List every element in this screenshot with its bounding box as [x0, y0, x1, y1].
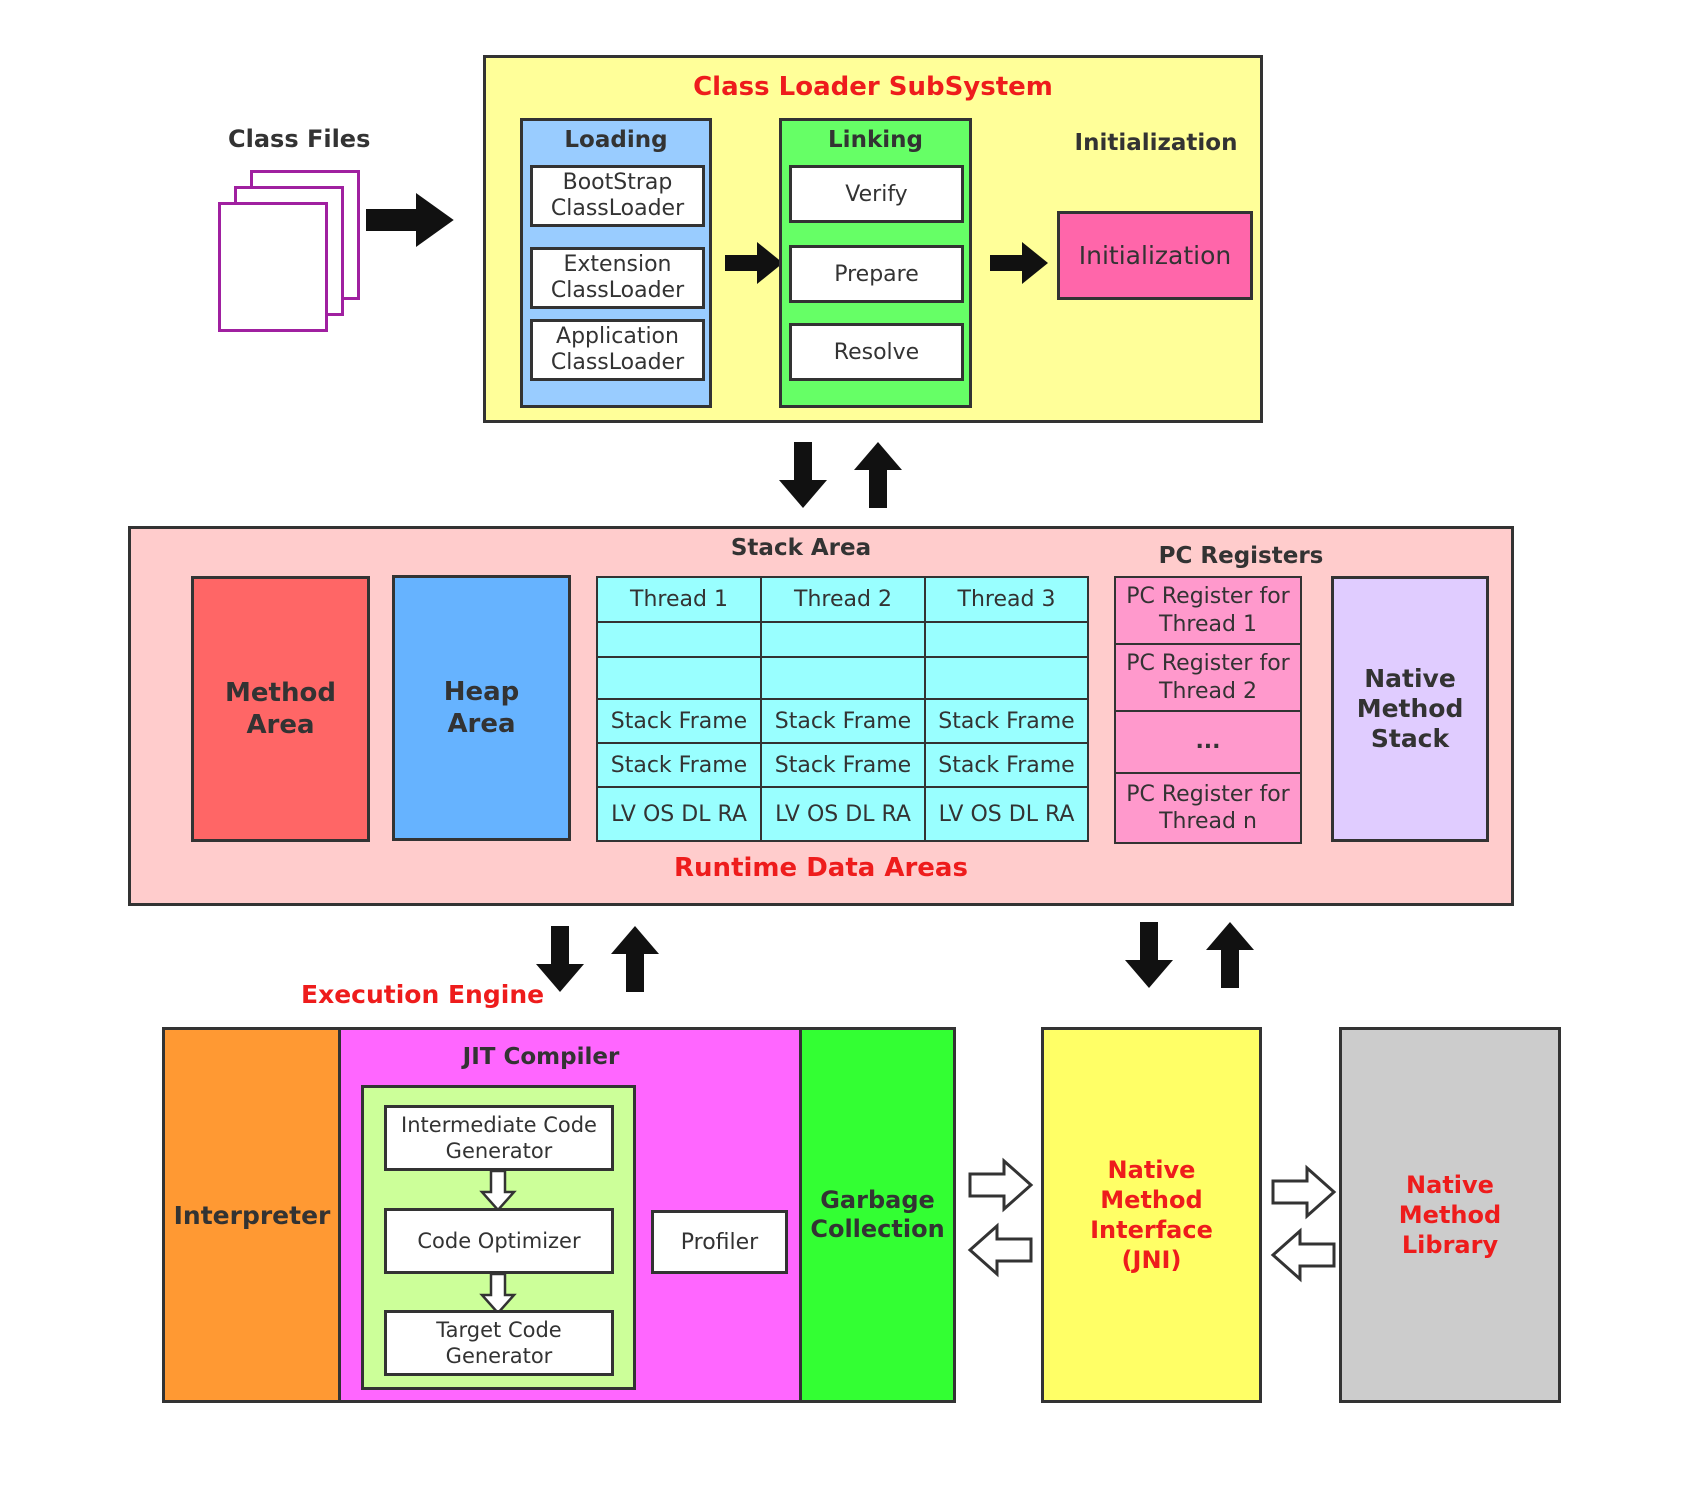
pc-register-thread-2: PC Register for Thread 2: [1114, 643, 1302, 712]
extension-classloader: Extension ClassLoader: [530, 247, 705, 309]
arrow-down-icon: [779, 442, 827, 508]
target-code-generator: Target Code Generator: [384, 1310, 614, 1376]
stack-empty-cell: [924, 656, 1089, 700]
bootstrap-classloader: BootStrap ClassLoader: [530, 165, 705, 227]
stack-area-title: Stack Area: [730, 535, 872, 561]
class-loader-title: Class Loader SubSystem: [693, 72, 1053, 102]
pc-register-thread-n: PC Register for Thread n: [1114, 772, 1302, 844]
arrow-right-icon: [366, 193, 454, 247]
runtime-data-areas: Method Area Heap Area Stack Area Thread …: [128, 526, 1514, 906]
class-files-label: Class Files: [228, 125, 371, 153]
method-area: Method Area: [191, 576, 370, 842]
jit-compiler-title: JIT Compiler: [462, 1044, 620, 1070]
profiler: Profiler: [651, 1210, 788, 1274]
arrow-down-icon: [1125, 922, 1173, 988]
loading-panel: Loading BootStrap ClassLoader Extension …: [520, 118, 712, 408]
intermediate-code-generator: Intermediate Code Generator: [384, 1105, 614, 1171]
stack-area-grid: Thread 1 Thread 2 Thread 3 Stack Frame S…: [596, 576, 1089, 842]
initialization-box: Initialization: [1057, 211, 1253, 300]
loading-title: Loading: [564, 127, 668, 153]
stack-frame-locals: LV OS DL RA: [924, 786, 1089, 842]
native-method-stack: Native Method Stack: [1331, 576, 1489, 842]
stack-frame: Stack Frame: [924, 742, 1089, 788]
stack-frame: Stack Frame: [760, 698, 926, 744]
initialization-title: Initialization: [1074, 130, 1238, 156]
arrow-up-icon: [854, 442, 902, 508]
arrow-up-icon: [1206, 922, 1254, 988]
arrow-up-icon: [611, 926, 659, 992]
jit-compiler: JIT Compiler Intermediate Code Generator…: [338, 1027, 802, 1403]
pc-registers-title: PC Registers: [1158, 543, 1324, 569]
stack-frame: Stack Frame: [760, 742, 926, 788]
stack-empty-cell: [760, 656, 926, 700]
stack-frame: Stack Frame: [924, 698, 1089, 744]
heap-area: Heap Area: [392, 575, 571, 841]
jit-pipeline: Intermediate Code Generator Code Optimiz…: [361, 1085, 636, 1390]
prepare-step: Prepare: [789, 245, 964, 303]
resolve-step: Resolve: [789, 323, 964, 381]
stack-empty-cell: [596, 621, 762, 658]
linking-title: Linking: [828, 127, 923, 153]
class-files-icon: [218, 170, 363, 340]
verify-step: Verify: [789, 165, 964, 223]
code-optimizer: Code Optimizer: [384, 1208, 614, 1274]
arrow-down-outline-icon: [479, 1169, 517, 1212]
application-classloader: Application ClassLoader: [530, 319, 705, 381]
class-loader-subsystem: Class Loader SubSystem Loading BootStrap…: [483, 55, 1263, 423]
arrow-right-outline-icon: [968, 1157, 1034, 1213]
arrow-down-icon: [536, 926, 584, 992]
thread-2-header: Thread 2: [760, 576, 926, 623]
pc-register-thread-1: PC Register for Thread 1: [1114, 576, 1302, 645]
arrow-right-icon: [990, 242, 1048, 284]
stack-empty-cell: [596, 656, 762, 700]
stack-frame: Stack Frame: [596, 742, 762, 788]
runtime-title: Runtime Data Areas: [674, 853, 968, 883]
pc-registers-stack: PC Register for Thread 1 PC Register for…: [1114, 576, 1302, 844]
arrow-left-outline-icon: [1270, 1227, 1336, 1283]
stack-frame-locals: LV OS DL RA: [760, 786, 926, 842]
stack-frame-locals: LV OS DL RA: [596, 786, 762, 842]
stack-empty-cell: [924, 621, 1089, 658]
execution-engine-title: Execution Engine: [301, 980, 545, 1009]
linking-panel: Linking Verify Prepare Resolve: [779, 118, 972, 408]
arrow-right-icon: [725, 242, 783, 284]
thread-3-header: Thread 3: [924, 576, 1089, 623]
stack-empty-cell: [760, 621, 926, 658]
stack-frame: Stack Frame: [596, 698, 762, 744]
thread-1-header: Thread 1: [596, 576, 762, 623]
arrow-down-outline-icon: [479, 1272, 517, 1315]
arrow-right-outline-icon: [1271, 1164, 1337, 1220]
arrow-left-outline-icon: [967, 1222, 1033, 1278]
native-method-interface: Native Method Interface (JNI): [1041, 1027, 1262, 1403]
pc-register-ellipsis: ...: [1114, 710, 1302, 774]
native-method-library: Native Method Library: [1339, 1027, 1561, 1403]
garbage-collection: Garbage Collection: [799, 1027, 956, 1403]
interpreter: Interpreter: [162, 1027, 342, 1403]
